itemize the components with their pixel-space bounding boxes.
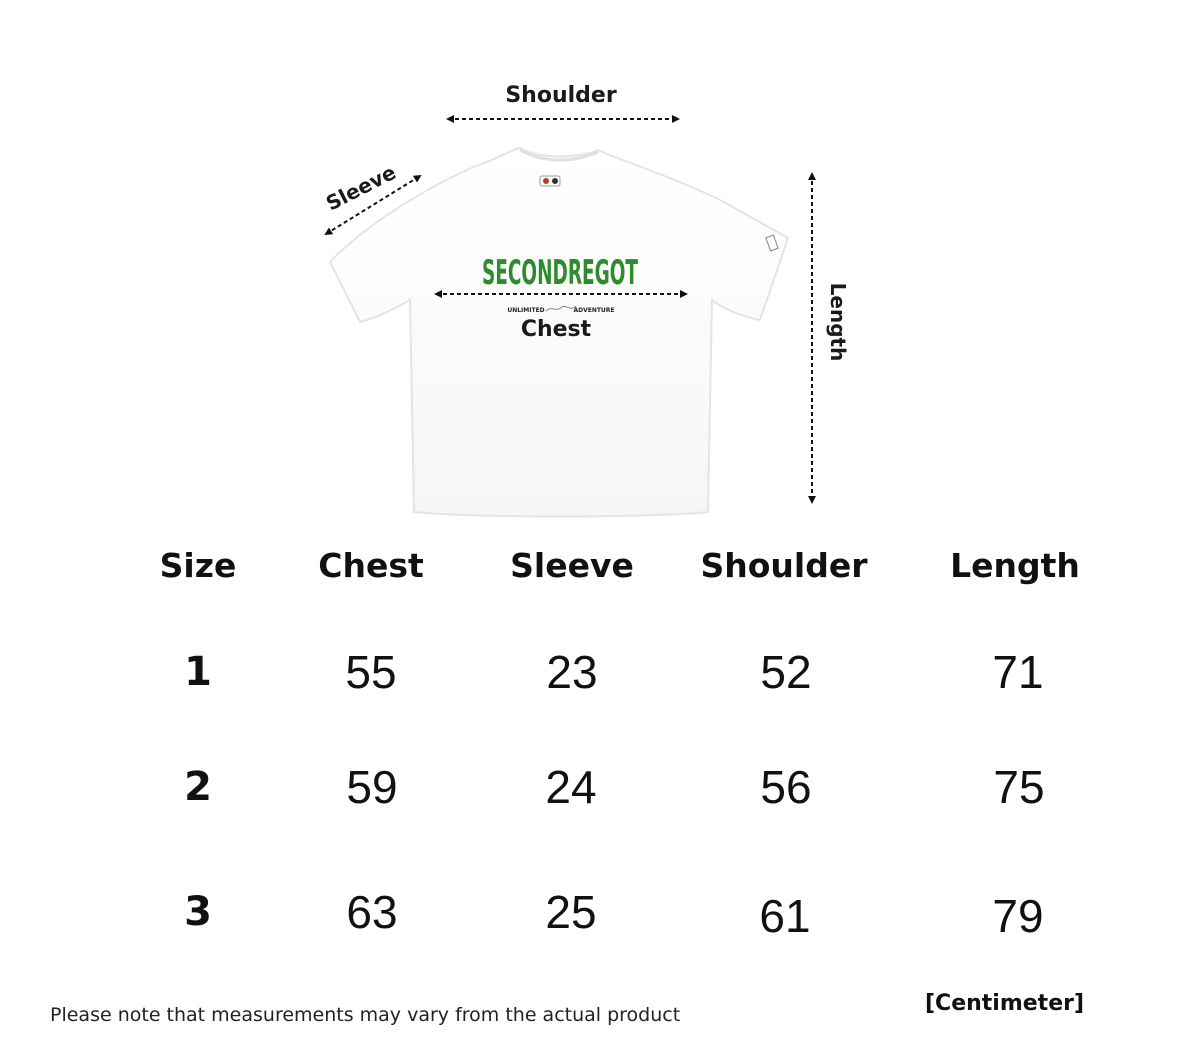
- shirt-brand-print: SECONDREGOT: [482, 253, 638, 293]
- length-measure: Length: [808, 172, 850, 504]
- header-chest: Chest: [318, 546, 424, 585]
- tshirt-measurement-diagram: SECONDREGOT UNLIMITED ADVENTURE Shoulder…: [322, 83, 850, 518]
- row-3-size: 3: [184, 889, 212, 935]
- tshirt-image: SECONDREGOT UNLIMITED ADVENTURE: [328, 146, 790, 518]
- row-1-sleeve: 23: [546, 646, 598, 698]
- chest-label: Chest: [521, 317, 592, 342]
- row-2-chest: 59: [346, 761, 398, 813]
- chest-measure: Chest: [434, 290, 688, 342]
- shoulder-measure: Shoulder: [446, 83, 680, 123]
- row-2-sleeve: 24: [545, 761, 597, 813]
- length-label: Length: [826, 283, 850, 362]
- shirt-tagline-right: ADVENTURE: [573, 307, 614, 314]
- shirt-tagline-script: [545, 305, 577, 312]
- row-1-shoulder: 52: [760, 646, 812, 698]
- shirt-tagline-left: UNLIMITED: [507, 307, 544, 314]
- shoulder-label: Shoulder: [505, 83, 616, 108]
- row-3-sleeve: 25: [545, 886, 597, 938]
- row-3-shoulder: 61: [759, 890, 811, 942]
- row-1-length: 71: [992, 646, 1044, 698]
- row-1-chest: 55: [345, 646, 397, 698]
- header-shoulder: Shoulder: [700, 546, 868, 585]
- sleeve-arrow: [324, 174, 422, 236]
- row-2-shoulder: 56: [760, 761, 812, 813]
- row-2-length: 75: [993, 761, 1045, 813]
- header-sleeve: Sleeve: [510, 546, 634, 585]
- sleeve-label: Sleeve: [322, 160, 400, 215]
- header-size: Size: [159, 546, 237, 585]
- tshirt-collar: [519, 148, 599, 162]
- tshirt-outline: [328, 146, 790, 518]
- header-length: Length: [950, 546, 1080, 585]
- row-2-size: 2: [184, 764, 212, 810]
- row-3-chest: 63: [346, 886, 398, 938]
- measurement-disclaimer: Please note that measurements may vary f…: [50, 1004, 681, 1026]
- row-1-size: 1: [184, 649, 212, 695]
- sleeve-tag: [765, 234, 779, 252]
- row-3-length: 79: [992, 890, 1044, 942]
- unit-label: [Centimeter]: [925, 991, 1085, 1016]
